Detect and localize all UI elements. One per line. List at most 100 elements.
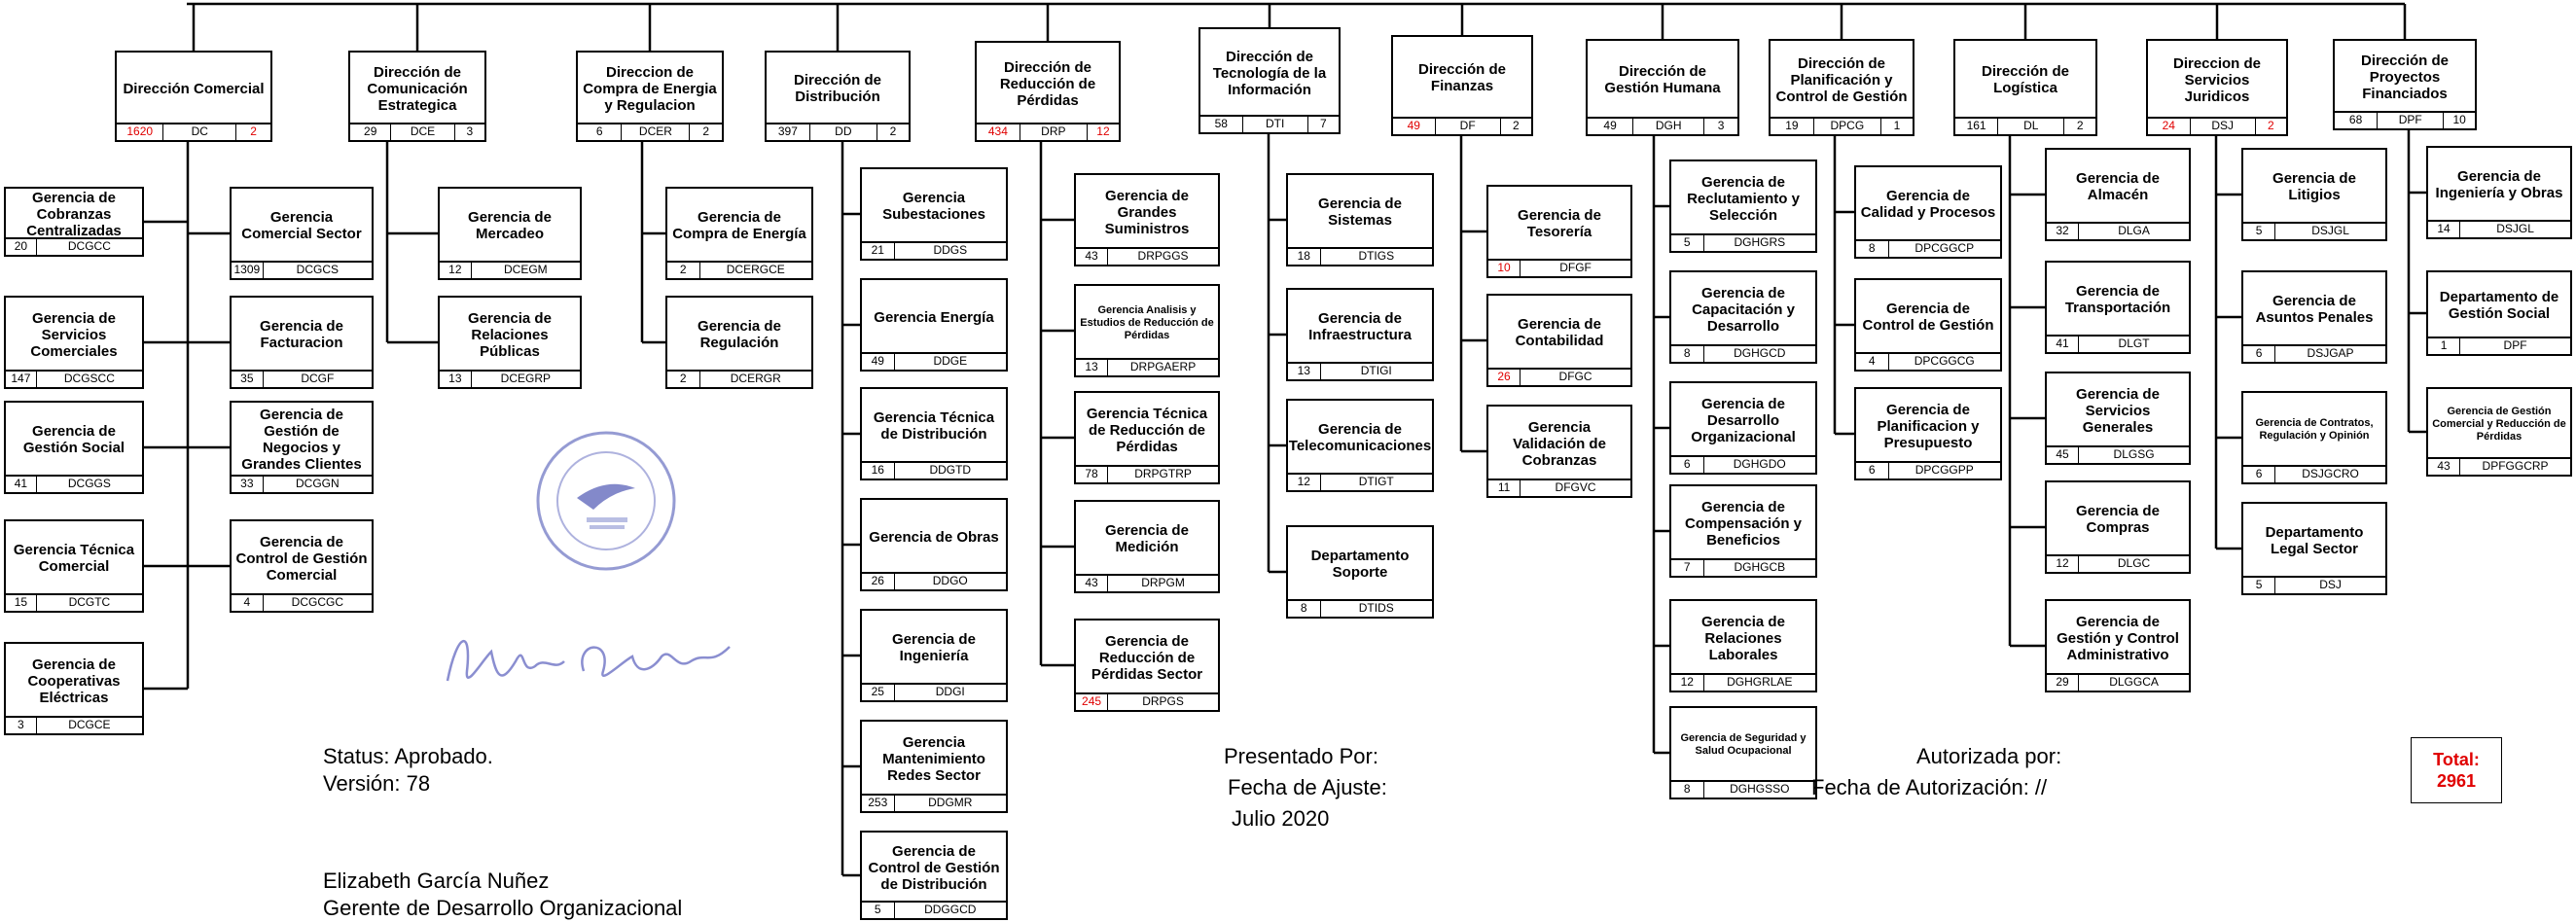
unit-title: Dirección de Comunicación Estrategica	[367, 63, 468, 114]
staff-count: 14	[2428, 222, 2461, 237]
unit-acronym: DGHGCB	[1734, 560, 1786, 574]
unit-acronym: DCEGRP	[500, 372, 551, 385]
unit-acronym: DLGC	[2117, 556, 2151, 570]
unit-acronym: DGHGRS	[1734, 235, 1786, 249]
unit-acronym: DGHGCD	[1734, 346, 1786, 360]
unit-title: Departamento Legal Sector	[2265, 524, 2364, 557]
unit-acronym: DPF	[2503, 338, 2527, 352]
unit-title: Gerencia de Contratos, Regulación y Opin…	[2255, 417, 2374, 442]
unit-title: Gerencia de Gestión Comercial y Reducció…	[2432, 405, 2566, 443]
unit-title: Gerencia de Facturacion	[260, 318, 343, 351]
unit-acronym: DCER	[622, 124, 691, 140]
staff-count: 8	[1856, 241, 1889, 257]
unit-title: Gerencia de Control de Gestión	[1862, 301, 1994, 334]
staff-count: 20	[6, 239, 37, 255]
unit-acronym: DSJGCRO	[2302, 467, 2359, 480]
staff-count: 8	[1671, 782, 1704, 798]
unit-title: Gerencia de Ingeniería y Obras	[2435, 168, 2563, 201]
unit-acronym: DC	[163, 124, 237, 140]
unit-title: Gerencia Técnica de Distribución	[873, 409, 995, 443]
staff-count: 245	[1076, 694, 1109, 710]
unit-acronym: DPCGGCG	[1914, 354, 1975, 368]
status-text: Status: Aprobado.	[323, 744, 493, 768]
unit-title: Gerencia Analisis y Estudios de Reducció…	[1080, 303, 1214, 341]
unit-title: Gerencia de Sistemas	[1318, 195, 1402, 229]
unit-acronym: DFGF	[1559, 261, 1592, 274]
unit-acronym: DCGSCC	[63, 372, 115, 385]
staff-count: 43	[1076, 576, 1109, 591]
staff-count: 5	[862, 903, 895, 918]
unit-title: Gerencia Validación de Cobranzas	[1513, 418, 1606, 469]
unit-title: Gerencia de Relaciones Laborales	[1701, 613, 1785, 663]
unit-title: Gerencia de Mercadeo	[468, 209, 552, 242]
unit-acronym: DCGCGC	[291, 595, 343, 609]
unit-title: Gerencia de Obras	[869, 528, 999, 546]
presented-by-label: Presentado Por:	[1224, 744, 1378, 768]
staff-count: 13	[1076, 360, 1109, 375]
unit-acronym: DPCG	[1814, 119, 1881, 134]
adjust-date: Julio 2020	[1232, 806, 1330, 831]
unit-box-gerencia-de-reduccion-de-perdidas-sector: Gerencia de Reducción de Pérdidas Sector…	[1074, 619, 1220, 712]
unit-title: Gerencia de Reclutamiento y Selección	[1687, 173, 1800, 224]
sub-unit-count: 2	[889, 124, 897, 138]
unit-title: Gerencia Subestaciones	[882, 190, 985, 223]
unit-title: Gerencia de Capacitación y Desarrollo	[1692, 284, 1795, 335]
staff-count: 5	[1671, 235, 1704, 251]
unit-title: Gerencia de Gestión y Control Administra…	[2057, 613, 2179, 663]
unit-acronym: DGHGSSO	[1730, 782, 1790, 796]
unit-acronym: DDGTD	[929, 463, 972, 477]
unit-acronym: DFGC	[1558, 370, 1592, 383]
unit-title: Gerencia de Tesorería	[1518, 207, 1601, 240]
staff-count: 19	[1771, 119, 1814, 134]
authorized-by-label: Autorizada por:	[1916, 744, 2062, 768]
unit-title: Gerencia Mantenimiento Redes Sector	[882, 733, 985, 784]
unit-title: Gerencia de Gestión de Negocios y Grande…	[241, 407, 362, 473]
unit-acronym: DGHGRLAE	[1727, 675, 1793, 689]
unit-title: Gerencia Comercial Sector	[241, 209, 362, 242]
staff-count: 5	[2243, 224, 2276, 239]
total-value: 2961	[2436, 771, 2477, 791]
adjust-date-label: Fecha de Ajuste:	[1228, 775, 1387, 799]
unit-acronym: DPCGGPP	[1914, 463, 1974, 477]
staff-count: 33	[232, 477, 264, 492]
unit-acronym: DPFGGCRP	[2482, 459, 2549, 473]
staff-count: 6	[1671, 457, 1704, 473]
unit-acronym: DDGGCD	[924, 903, 977, 916]
sub-unit-count: 2	[2076, 119, 2084, 132]
handwritten-signature	[446, 639, 731, 682]
unit-acronym: DL	[1998, 119, 2065, 134]
sub-unit-count: 12	[1096, 124, 1110, 138]
unit-title: Gerencia de Medición	[1105, 522, 1189, 555]
staff-count: 35	[232, 372, 264, 387]
staff-count: 26	[862, 574, 895, 589]
